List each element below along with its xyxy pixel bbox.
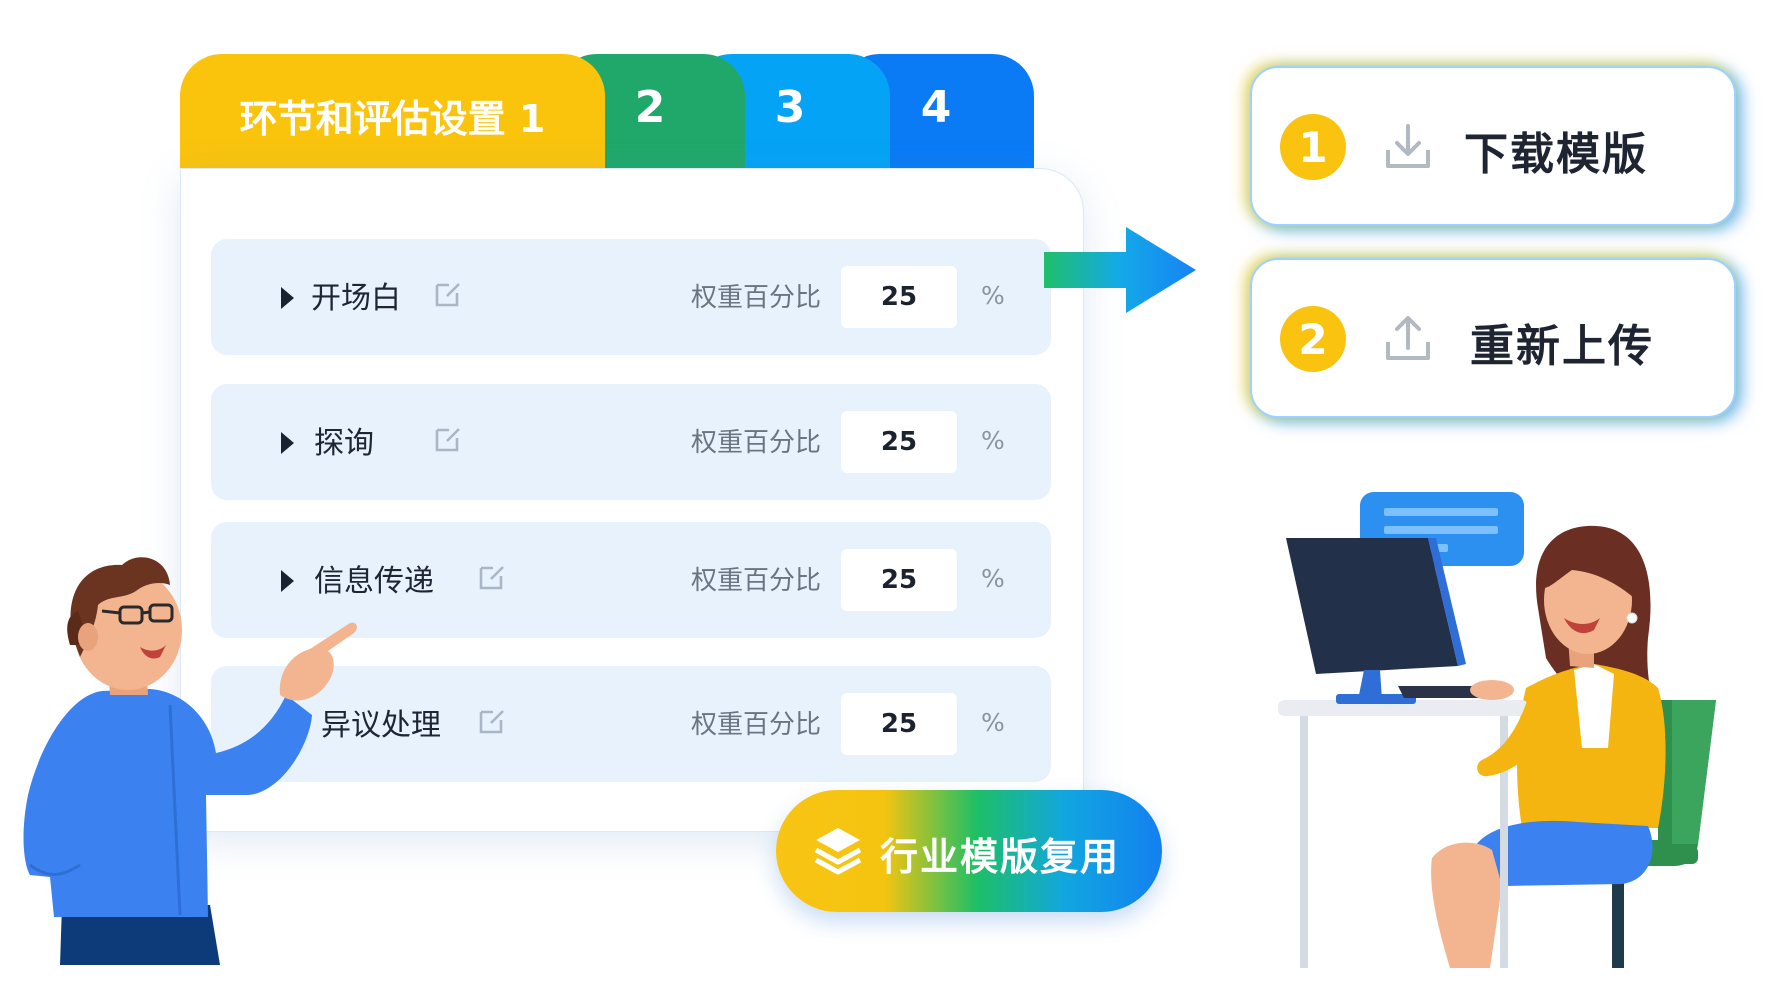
step-label: 下载模版 [1464,129,1648,180]
stage-name: 信息传递 [314,564,434,599]
tab-1-stage-settings[interactable]: 环节和评估设置 1 [180,54,605,170]
tab-1-label: 环节和评估设置 1 [239,97,546,141]
tab-3-label: 3 [774,82,806,133]
stage-name: 探询 [314,426,374,461]
edit-icon[interactable] [433,424,463,454]
edit-icon[interactable] [477,562,507,592]
woman-at-computer-illustration [1278,492,1716,968]
weight-label: 权重百分比 [691,283,822,313]
reuse-button-label: 行业模版复用 [880,835,1121,879]
layers-icon [814,828,862,875]
stage-row-opening: 开场白 权重百分比 25 % [211,239,1051,355]
expand-triangle-icon[interactable] [281,287,294,309]
weight-label: 权重百分比 [691,566,822,596]
expand-triangle-icon[interactable] [281,432,294,454]
percent-unit: % [981,281,1005,310]
weight-input[interactable]: 25 [841,411,957,473]
tab-2-label: 2 [634,82,666,133]
stage-name: 开场白 [311,281,401,316]
weight-label: 权重百分比 [691,710,822,740]
stage-settings-panel: 开场白 权重百分比 25 % 探询 权重百分比 25 % 信息传递 权重百分比 … [180,168,1084,832]
weight-input[interactable]: 25 [841,693,957,755]
weight-label: 权重百分比 [691,428,822,458]
edit-icon[interactable] [477,706,507,736]
expand-triangle-icon[interactable] [281,570,294,592]
percent-unit: % [981,708,1005,737]
stage-row-information: 信息传递 权重百分比 25 % [211,522,1051,638]
stage-name: 异议处理 [321,708,441,743]
edit-icon[interactable] [433,279,463,309]
stage-row-inquiry: 探询 权重百分比 25 % [211,384,1051,500]
step-number-badge: 1 [1280,114,1346,180]
download-icon [1386,124,1430,168]
industry-template-reuse-button[interactable]: 行业模版复用 [776,790,1162,912]
upload-icon [1386,316,1430,360]
step-label: 重新上传 [1470,321,1654,372]
percent-unit: % [981,564,1005,593]
tab-4-label: 4 [920,82,952,133]
step-upload-card[interactable]: 2 重新上传 [1250,258,1736,418]
arrow-right-icon [1044,227,1196,313]
man-pointing-illustration [23,557,357,965]
step-number-badge: 2 [1280,306,1346,372]
percent-unit: % [981,426,1005,455]
weight-input[interactable]: 25 [841,266,957,328]
stage-row-objection: 异议处理 权重百分比 25 % [211,666,1051,782]
weight-input[interactable]: 25 [841,549,957,611]
step-download-card[interactable]: 1 下载模版 [1250,66,1736,226]
